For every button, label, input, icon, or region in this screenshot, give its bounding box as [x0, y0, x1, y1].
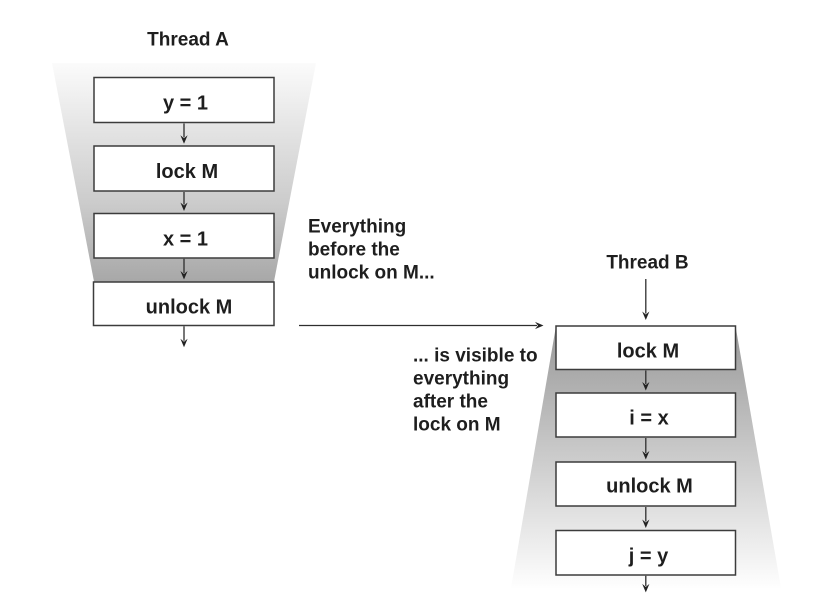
svg-text:Thread A: Thread A [147, 30, 229, 51]
svg-text:... is visible to: ... is visible to [413, 346, 538, 367]
svg-text:Thread B: Thread B [606, 253, 688, 274]
svg-text:y = 1: y = 1 [163, 93, 208, 115]
svg-text:x = 1: x = 1 [163, 228, 208, 250]
svg-text:unlock M: unlock M [606, 475, 693, 497]
svg-text:everything: everything [413, 369, 509, 390]
svg-text:unlock on M...: unlock on M... [308, 262, 435, 283]
svg-text:lock M: lock M [617, 340, 679, 362]
svg-text:j = y: j = y [628, 545, 669, 567]
svg-text:lock M: lock M [156, 161, 218, 183]
svg-text:Everything: Everything [308, 216, 406, 237]
svg-text:after the: after the [413, 392, 488, 413]
svg-text:unlock M: unlock M [146, 296, 233, 318]
svg-text:i = x: i = x [629, 408, 668, 430]
svg-text:before the: before the [308, 239, 400, 260]
svg-text:lock on M: lock on M [413, 415, 501, 436]
